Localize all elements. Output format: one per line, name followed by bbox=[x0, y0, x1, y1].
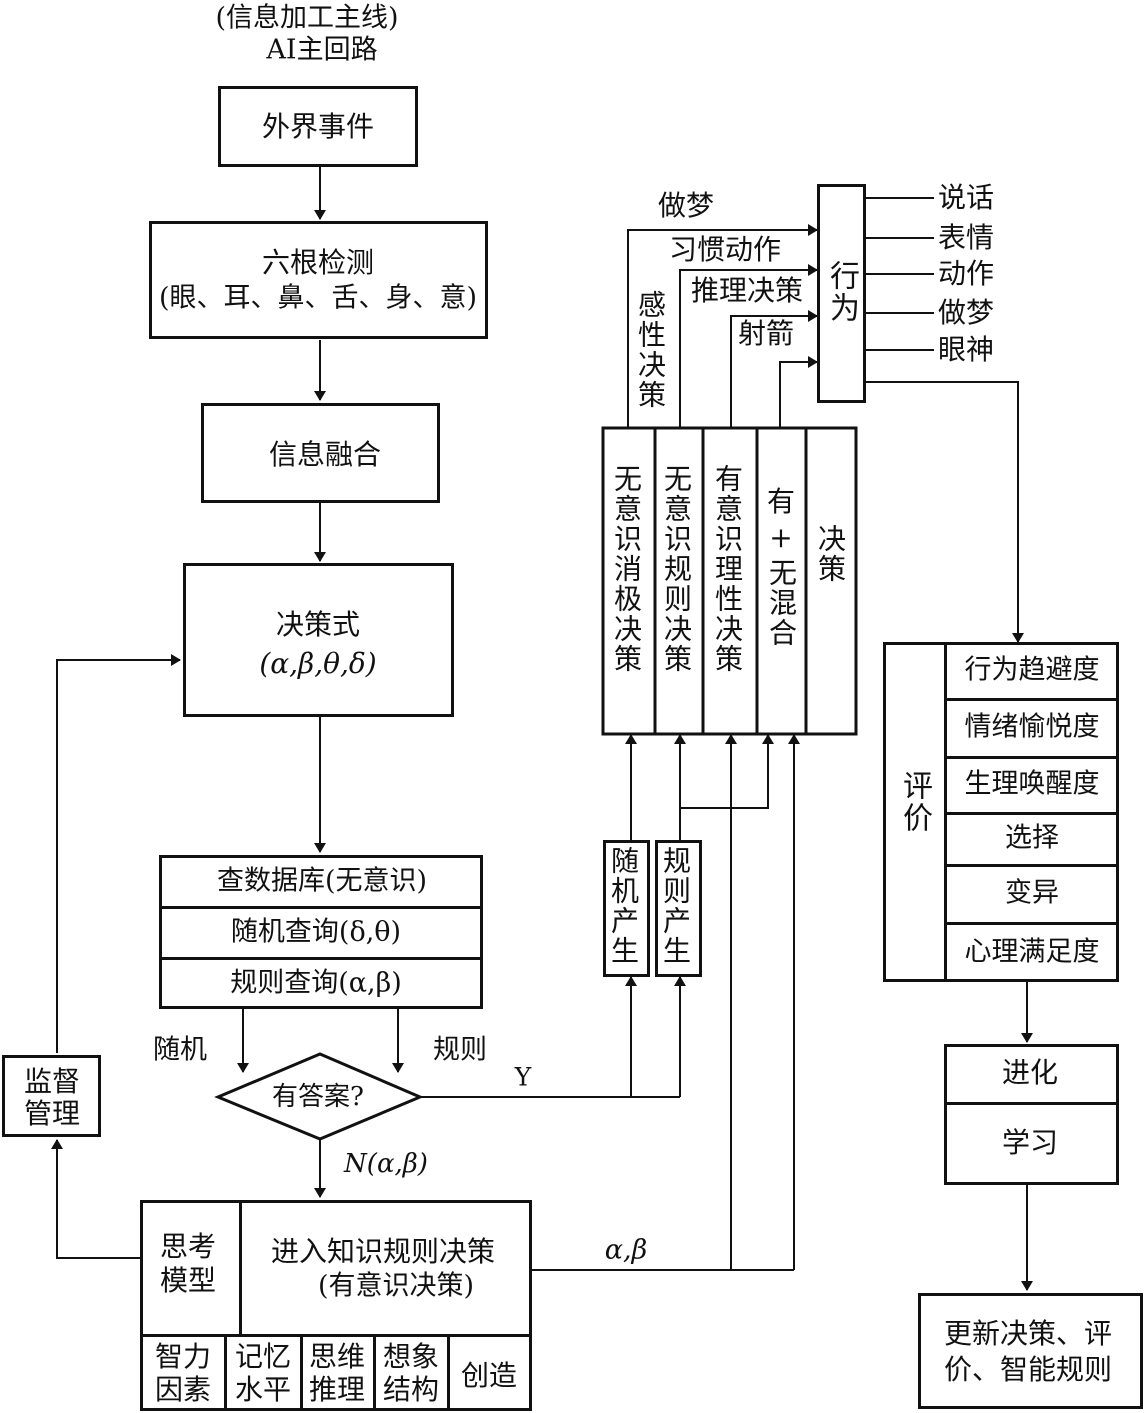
factor-reasoning: 思维推理 bbox=[308, 1340, 365, 1406]
random-gen-label: 随机产生 bbox=[607, 846, 640, 966]
decision-formula-title: 决策式 bbox=[275, 608, 361, 641]
feed-label-dream: 做梦 bbox=[657, 189, 715, 222]
factor-intelligence: 智力因素 bbox=[154, 1340, 211, 1406]
database-row2: 随机查询(δ,θ) bbox=[230, 916, 402, 948]
decision-diamond-label: 有答案? bbox=[272, 1082, 364, 1112]
update-box bbox=[918, 1293, 1143, 1409]
line-knowledge-to-supervision bbox=[51, 1139, 140, 1259]
decision-col-mixed-b: + bbox=[769, 521, 793, 554]
decision-col-mixed-c: 无混合 bbox=[765, 558, 798, 648]
rule-gen-label: 规则产生 bbox=[659, 846, 692, 966]
six-senses-title: 六根检测 bbox=[261, 246, 375, 279]
random-gen-box bbox=[603, 840, 650, 977]
factor-creativity: 创造 bbox=[460, 1359, 518, 1392]
decision-diamond-shape bbox=[214, 1052, 424, 1141]
database-box bbox=[159, 855, 483, 1009]
evaluation-row-divider-4 bbox=[944, 864, 1119, 867]
evaluation-item-arousal: 生理唤醒度 bbox=[964, 768, 1100, 800]
info-fusion-box bbox=[201, 403, 440, 503]
feed-label-reasoning: 推理决策 bbox=[690, 274, 804, 307]
header-line1: (信息加工主线) bbox=[215, 2, 399, 34]
enter-rules-line1: 进入知识规则决策 bbox=[270, 1235, 496, 1268]
supervision-box bbox=[2, 1055, 101, 1137]
decision-col-mixed-a: 有 bbox=[766, 485, 796, 518]
database-divider-1 bbox=[159, 906, 483, 909]
behavior-output-dream: 做梦 bbox=[938, 296, 995, 329]
factor-imagination: 想象结构 bbox=[382, 1340, 439, 1406]
evolution-label: 进化 bbox=[1001, 1056, 1059, 1089]
evaluation-item-emotional-pleasure: 情绪愉悦度 bbox=[964, 711, 1100, 743]
decision-col-conscious-rational: 有意识理性决策 bbox=[711, 464, 744, 674]
decision-col-decision: 决策 bbox=[814, 524, 847, 584]
decision-col-unconscious-rule: 无意识规则决策 bbox=[660, 464, 693, 674]
arrow-habit-to-behavior bbox=[679, 264, 818, 428]
decision-formula-params: (α,β,θ,δ) bbox=[259, 647, 377, 680]
evaluation-item-satisfaction: 心理满足度 bbox=[964, 936, 1100, 968]
factor-divider-4 bbox=[447, 1336, 450, 1411]
factor-divider-2 bbox=[300, 1336, 303, 1411]
evolution-divider bbox=[944, 1102, 1119, 1105]
decision-col-unconscious-passive: 无意识消极决策 bbox=[610, 464, 643, 674]
label-no-branch: N(α,β) bbox=[344, 1149, 428, 1179]
label-rule-branch: 规则 bbox=[433, 1034, 487, 1066]
arrow-dream-to-behavior bbox=[627, 224, 818, 428]
arrow-archery-to-behavior bbox=[779, 356, 818, 428]
behavior-output-action: 动作 bbox=[938, 257, 995, 290]
evaluation-row-divider-1 bbox=[944, 698, 1119, 701]
behavior-output-gaze: 眼神 bbox=[938, 333, 995, 366]
enter-rules-line2: (有意识决策) bbox=[317, 1270, 475, 1302]
factor-divider-1 bbox=[224, 1336, 227, 1411]
decision-columns-frame bbox=[601, 426, 858, 736]
external-events-box bbox=[218, 86, 418, 167]
six-senses-subtitle: (眼、耳、鼻、舌、身、意) bbox=[158, 282, 478, 314]
thinking-model-label: 思考模型 bbox=[159, 1230, 216, 1297]
database-row3: 规则查询(α,β) bbox=[230, 967, 402, 999]
label-alpha-beta: α,β bbox=[604, 1234, 648, 1266]
external-events-label: 外界事件 bbox=[261, 110, 375, 143]
arrow-supervision-to-formula bbox=[56, 654, 181, 1053]
evaluation-row-divider-3 bbox=[944, 812, 1119, 815]
feed-label-emotional: 感性决策 bbox=[634, 290, 667, 410]
update-line2: 价、智能规则 bbox=[943, 1353, 1113, 1386]
factor-memory: 记忆水平 bbox=[234, 1340, 291, 1406]
label-random-branch: 随机 bbox=[153, 1034, 207, 1066]
knowledge-block-box bbox=[140, 1200, 532, 1411]
label-yes-branch: Y bbox=[514, 1062, 532, 1092]
database-divider-2 bbox=[159, 957, 483, 960]
behavior-box bbox=[817, 184, 866, 403]
behavior-output-expression: 表情 bbox=[938, 221, 995, 254]
evaluation-item-approach-avoid: 行为趋避度 bbox=[964, 654, 1100, 686]
evolution-box bbox=[944, 1044, 1119, 1185]
arrow-reasoning-to-behavior bbox=[730, 310, 818, 428]
behavior-label: 行为 bbox=[824, 260, 859, 324]
info-fusion-label: 信息融合 bbox=[268, 438, 382, 471]
knowledge-vertical-divider bbox=[239, 1200, 242, 1335]
six-senses-box bbox=[149, 221, 488, 339]
evaluation-row-divider-5 bbox=[944, 922, 1119, 925]
feed-label-habit: 习惯动作 bbox=[668, 233, 782, 266]
knowledge-horizontal-divider bbox=[140, 1334, 532, 1337]
factor-divider-3 bbox=[373, 1336, 376, 1411]
behavior-output-speech: 说话 bbox=[938, 181, 995, 214]
evaluation-row-divider-2 bbox=[944, 756, 1119, 759]
arrow-behavior-to-evaluation bbox=[866, 381, 1024, 643]
feed-label-archery: 射箭 bbox=[737, 317, 795, 350]
evaluation-label: 评价 bbox=[897, 770, 932, 834]
learning-label: 学习 bbox=[1001, 1126, 1059, 1159]
update-line1: 更新决策、评 bbox=[943, 1317, 1113, 1350]
evaluation-item-mutation: 变异 bbox=[1005, 877, 1059, 909]
arrow-rule-gen-to-col4 bbox=[680, 734, 774, 809]
database-row1: 查数据库(无意识) bbox=[216, 865, 428, 897]
header-line2: AI主回路 bbox=[266, 34, 378, 66]
supervision-label: 监督管理 bbox=[23, 1065, 80, 1130]
evaluation-item-selection: 选择 bbox=[1005, 822, 1059, 854]
decision-formula-box bbox=[183, 563, 454, 717]
rule-gen-box bbox=[655, 840, 702, 977]
